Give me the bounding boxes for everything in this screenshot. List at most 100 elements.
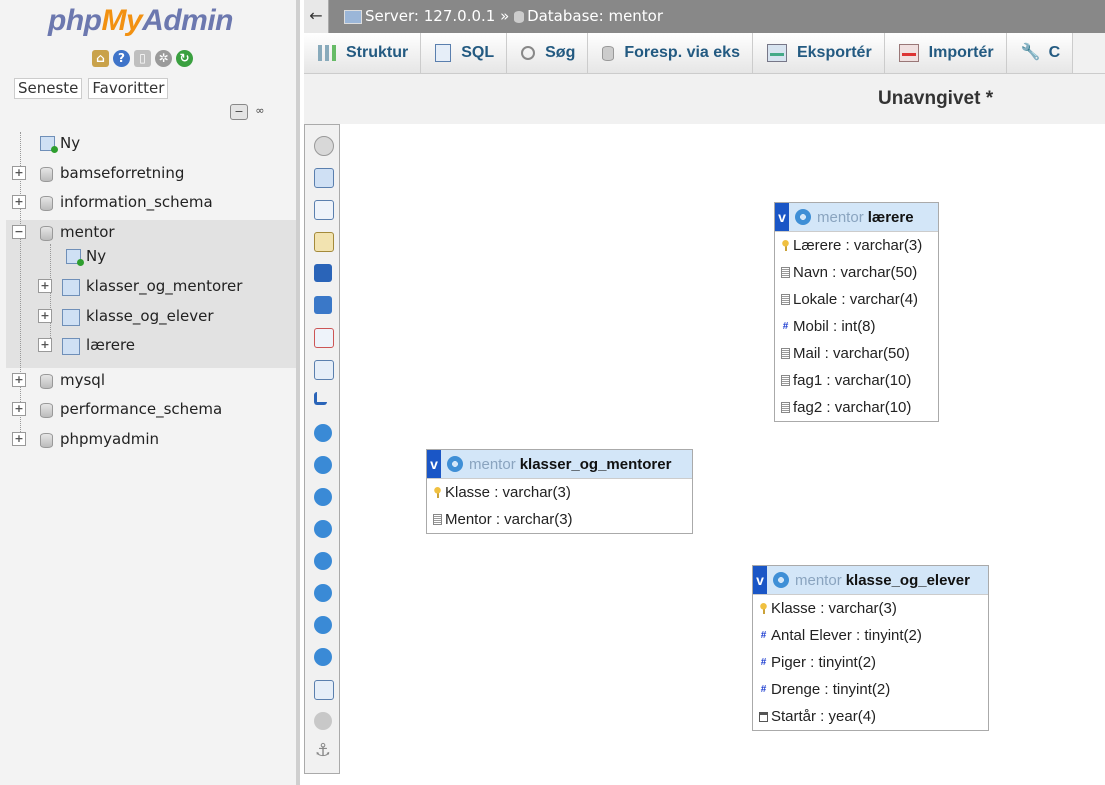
table-label[interactable]: klasser_og_mentorer bbox=[86, 277, 243, 295]
table-icon bbox=[62, 338, 80, 355]
collapse-icon[interactable]: − bbox=[12, 225, 26, 239]
tab-label: Søg bbox=[545, 44, 576, 61]
text-column-icon bbox=[433, 514, 442, 525]
expand-icon[interactable]: + bbox=[12, 195, 26, 209]
phpmyadmin-logo[interactable]: phpMyAdmin bbox=[48, 4, 233, 38]
table-column[interactable]: #Piger : tinyint(2) bbox=[753, 649, 988, 676]
toggle-columns-button[interactable]: v bbox=[753, 566, 767, 594]
breadcrumb-server[interactable]: Server: 127.0.0.1 bbox=[365, 7, 496, 25]
snap-to-grid-icon[interactable] bbox=[314, 552, 332, 570]
table-column[interactable]: fag2 : varchar(10) bbox=[775, 394, 938, 421]
breadcrumb-database[interactable]: Database: mentor bbox=[527, 7, 664, 25]
table-column[interactable]: fag1 : varchar(10) bbox=[775, 367, 938, 394]
home-icon[interactable]: ⌂ bbox=[92, 50, 109, 67]
expand-icon[interactable]: + bbox=[12, 402, 26, 416]
help-icon[interactable]: ? bbox=[113, 50, 130, 67]
choose-display-column-icon[interactable] bbox=[314, 424, 332, 442]
move-menu-icon[interactable] bbox=[314, 712, 332, 730]
table-box-klasse-og-elever[interactable]: v mentor klasse_og_elever Klasse : varch… bbox=[752, 565, 989, 731]
expand-icon[interactable]: + bbox=[12, 432, 26, 446]
tab-sql[interactable]: SQL bbox=[421, 33, 508, 73]
table-box-klasser-og-mentorer[interactable]: v mentor klasser_og_mentorer Klasse : va… bbox=[426, 449, 693, 534]
table-column[interactable]: Navn : varchar(50) bbox=[775, 259, 938, 286]
export-schema-icon[interactable] bbox=[314, 680, 334, 700]
reload-icon[interactable] bbox=[314, 456, 332, 474]
expand-icon[interactable]: + bbox=[38, 279, 52, 293]
docs-icon[interactable]: ▯ bbox=[134, 50, 151, 67]
table-options-icon[interactable] bbox=[773, 572, 789, 588]
save-as-icon[interactable] bbox=[314, 296, 332, 314]
db-label[interactable]: phpmyadmin bbox=[60, 430, 160, 448]
table-column[interactable]: Startår : year(4) bbox=[753, 703, 988, 730]
expand-icon[interactable]: + bbox=[12, 373, 26, 387]
db-label[interactable]: bamseforretning bbox=[60, 164, 185, 182]
page-title: Unavngivet * bbox=[878, 88, 994, 109]
save-icon[interactable] bbox=[314, 264, 332, 282]
table-header[interactable]: v mentor klasser_og_mentorer bbox=[427, 450, 692, 479]
table-column[interactable]: #Mobil : int(8) bbox=[775, 313, 938, 340]
table-column[interactable]: Lærere : varchar(3) bbox=[775, 232, 938, 259]
open-page-icon[interactable] bbox=[314, 232, 334, 252]
column-label: Navn : varchar(50) bbox=[793, 264, 918, 281]
table-label[interactable]: klasse_og_elever bbox=[86, 307, 214, 325]
table-header[interactable]: v mentor klasse_og_elever bbox=[753, 566, 988, 595]
expand-icon[interactable]: + bbox=[12, 166, 26, 180]
table-column[interactable]: Klasse : varchar(3) bbox=[753, 595, 988, 622]
toggle-small-big-icon[interactable] bbox=[314, 616, 332, 634]
table-column[interactable]: Mail : varchar(50) bbox=[775, 340, 938, 367]
table-db-name: mentor bbox=[469, 455, 516, 473]
fullscreen-icon[interactable] bbox=[314, 168, 334, 188]
settings-icon[interactable]: ✲ bbox=[155, 50, 172, 67]
column-label: Klasse : varchar(3) bbox=[445, 484, 571, 501]
delete-page-icon[interactable] bbox=[314, 328, 334, 348]
pin-text-icon[interactable]: ⚓ bbox=[314, 740, 332, 761]
table-label[interactable]: lærere bbox=[86, 336, 136, 354]
table-header[interactable]: v mentor lærere bbox=[775, 203, 938, 232]
table-options-icon[interactable] bbox=[795, 209, 811, 225]
expand-icon[interactable]: + bbox=[38, 338, 52, 352]
tab-label: Importér bbox=[928, 44, 994, 61]
table-column[interactable]: Mentor : varchar(3) bbox=[427, 506, 692, 533]
tree-tools: − ∞ bbox=[230, 104, 268, 120]
table-options-icon[interactable] bbox=[447, 456, 463, 472]
table-box-laerere[interactable]: v mentor lærere Lærere : varchar(3) Navn… bbox=[774, 202, 939, 422]
create-table-icon[interactable] bbox=[314, 360, 334, 380]
tab-label: C bbox=[1048, 44, 1061, 61]
tab-struktur[interactable]: Struktur bbox=[304, 33, 422, 73]
tab-importer[interactable]: Importér bbox=[884, 33, 1007, 73]
link-icon[interactable]: ∞ bbox=[255, 104, 265, 117]
wrench-icon: 🔧 bbox=[1020, 44, 1041, 61]
collapse-sidebar-button[interactable]: ← bbox=[304, 0, 329, 33]
expand-icon[interactable]: + bbox=[38, 309, 52, 323]
create-relation-icon[interactable] bbox=[314, 392, 327, 405]
toggle-columns-button[interactable]: v bbox=[427, 450, 441, 478]
table-column[interactable]: Klasse : varchar(3) bbox=[427, 479, 692, 506]
breadcrumb-separator: » bbox=[500, 7, 510, 25]
tab-soeg[interactable]: Søg bbox=[507, 33, 589, 73]
collapse-all-icon[interactable]: − bbox=[230, 104, 248, 120]
toggle-columns-button[interactable]: v bbox=[775, 203, 789, 231]
db-label[interactable]: information_schema bbox=[60, 193, 213, 211]
text-column-icon bbox=[781, 267, 790, 278]
help-icon[interactable] bbox=[314, 488, 332, 506]
primary-key-icon bbox=[433, 487, 442, 498]
angular-links-icon[interactable] bbox=[314, 520, 332, 538]
db-label[interactable]: mysql bbox=[60, 371, 105, 389]
toggle-relation-lines-icon[interactable] bbox=[314, 648, 332, 666]
table-column[interactable]: #Drenge : tinyint(2) bbox=[753, 676, 988, 703]
favorites-tab[interactable]: Favoritter bbox=[88, 78, 169, 99]
tab-eksporter[interactable]: Eksportér bbox=[752, 33, 885, 73]
tab-operations[interactable]: 🔧C bbox=[1006, 33, 1074, 73]
db-label[interactable]: mentor bbox=[60, 223, 115, 241]
db-label[interactable]: performance_schema bbox=[60, 400, 223, 418]
table-column[interactable]: #Antal Elever : tinyint(2) bbox=[753, 622, 988, 649]
new-page-icon[interactable] bbox=[314, 200, 334, 220]
small-big-all-icon[interactable] bbox=[314, 584, 332, 602]
navigation-panel: phpMyAdmin ⌂ ? ▯ ✲ ↻ Seneste Favoritter … bbox=[0, 0, 300, 785]
reload-icon[interactable]: ↻ bbox=[176, 50, 193, 67]
recent-tab[interactable]: Seneste bbox=[14, 78, 83, 99]
table-column[interactable]: Lokale : varchar(4) bbox=[775, 286, 938, 313]
tab-foresp-via-eks[interactable]: Foresp. via eks bbox=[588, 33, 753, 73]
toggle-menu-icon[interactable] bbox=[314, 136, 334, 156]
text-column-icon bbox=[781, 375, 790, 386]
